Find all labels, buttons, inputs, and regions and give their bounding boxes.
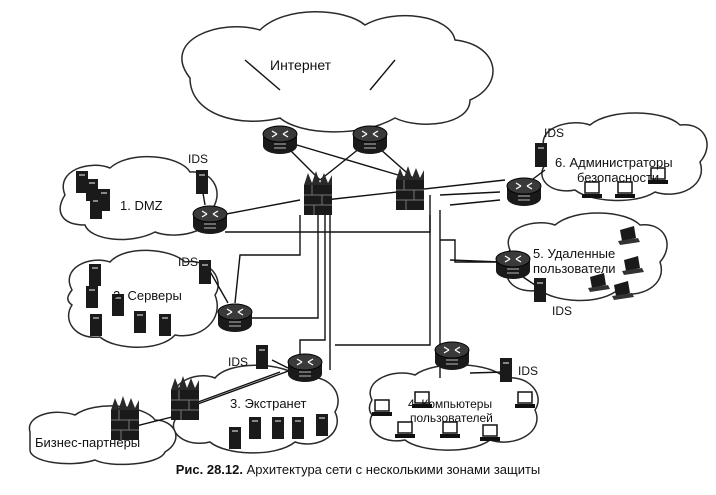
- server-unit: [90, 314, 102, 336]
- label-admins-2: безопасности: [577, 170, 659, 185]
- ids-extranet: [256, 345, 268, 369]
- user-pc: [479, 424, 501, 442]
- internet-router-right: [352, 125, 388, 155]
- partners-cloud: [28, 405, 177, 466]
- label-computers-2: пользователей: [410, 411, 493, 425]
- ids-dmz: [196, 170, 208, 194]
- partners-firewall: [110, 395, 140, 441]
- ids-computers: [500, 358, 512, 382]
- internet-cloud: [181, 11, 494, 133]
- extranet-server: [292, 417, 304, 439]
- label-extranet: 3. Экстранет: [230, 396, 307, 411]
- label-admins-1: 6. Администраторы: [555, 155, 673, 170]
- ids-label: IDS: [178, 255, 198, 269]
- servers-cloud: [67, 249, 219, 348]
- server-unit: [159, 314, 171, 336]
- user-pc: [514, 391, 536, 409]
- extranet-server: [316, 414, 328, 436]
- admins-router: [506, 177, 542, 207]
- ids-servers: [199, 260, 211, 284]
- extranet-router: [287, 353, 323, 383]
- servers-router: [217, 303, 253, 333]
- label-dmz: 1. DMZ: [120, 198, 163, 213]
- ids-label: IDS: [544, 126, 564, 140]
- label-internet: Интернет: [270, 57, 332, 73]
- extranet-server: [272, 417, 284, 439]
- user-pc: [371, 399, 393, 417]
- label-computers-1: 4. Компьютеры: [408, 397, 492, 411]
- label-servers: 2. Серверы: [113, 288, 182, 303]
- dmz-router: [192, 205, 228, 235]
- firewall-right: [395, 165, 425, 211]
- remote-router: [495, 250, 531, 280]
- label-remote-2: пользователи: [533, 261, 616, 276]
- ids-admins: [535, 143, 547, 167]
- extranet-server: [249, 417, 261, 439]
- ids-remote: [534, 278, 546, 302]
- firewall-left: [303, 170, 333, 216]
- ids-label: IDS: [188, 152, 208, 166]
- ids-label: IDS: [228, 355, 248, 369]
- figure-number: Рис. 28.12.: [175, 462, 243, 477]
- computers-router: [434, 341, 470, 371]
- figure-caption-text: Архитектура сети с несколькими зонами за…: [246, 462, 541, 477]
- dmz-server: [98, 189, 110, 211]
- server-unit: [89, 264, 101, 286]
- label-remote-1: 5. Удаленные: [533, 246, 615, 261]
- label-partners: Бизнес-партнеры: [35, 435, 140, 450]
- extranet-server: [229, 427, 241, 449]
- figure-caption: Рис. 28.12. Архитектура сети с нескольки…: [0, 462, 716, 477]
- ids-label: IDS: [552, 304, 572, 318]
- server-unit: [86, 286, 98, 308]
- internet-router-left: [262, 125, 298, 155]
- server-unit: [134, 311, 146, 333]
- ids-label: IDS: [518, 364, 538, 378]
